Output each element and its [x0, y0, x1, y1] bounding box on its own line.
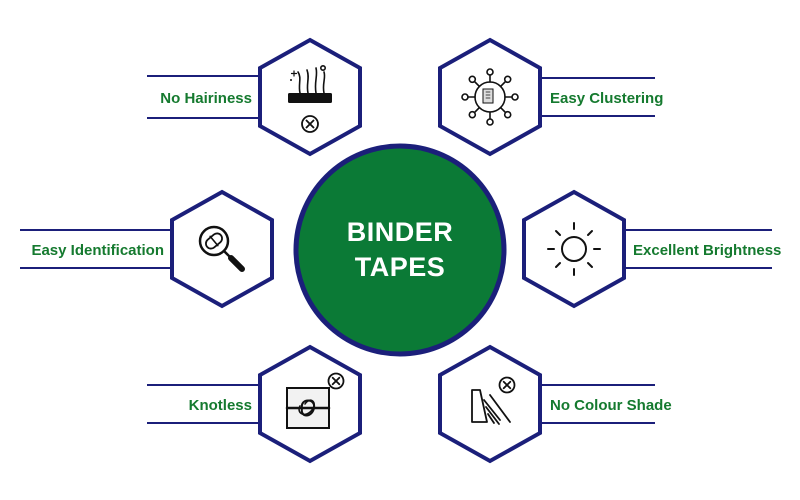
- sun-icon: [547, 222, 601, 276]
- shade-crossed-icon: [471, 376, 516, 425]
- hexagon-easy-identification: [170, 189, 274, 309]
- hexagon-no-colour-shade: [438, 344, 542, 464]
- label-knotless: Knotless: [189, 397, 252, 414]
- center-node: BINDER TAPES: [293, 143, 507, 357]
- center-title-line1: BINDER: [347, 217, 454, 247]
- magnifier-capsule-icon: [198, 225, 245, 272]
- label-no-hairiness: No Hairiness: [160, 90, 252, 107]
- feature-labels: No Hairiness Easy Clustering Easy Identi…: [31, 90, 781, 414]
- label-easy-clustering: Easy Clustering: [550, 90, 663, 107]
- label-easy-identification: Easy Identification: [31, 242, 164, 259]
- label-excellent-brightness: Excellent Brightness: [633, 242, 781, 259]
- hexagon-excellent-brightness: [522, 189, 626, 309]
- connector-lines: [20, 75, 772, 424]
- center-title-line2: TAPES: [355, 252, 446, 282]
- knot-crossed-icon: [285, 372, 345, 429]
- virus-cluster-icon: [461, 68, 519, 126]
- no-hairiness-icon: [288, 65, 332, 133]
- label-no-colour-shade: No Colour Shade: [550, 397, 672, 414]
